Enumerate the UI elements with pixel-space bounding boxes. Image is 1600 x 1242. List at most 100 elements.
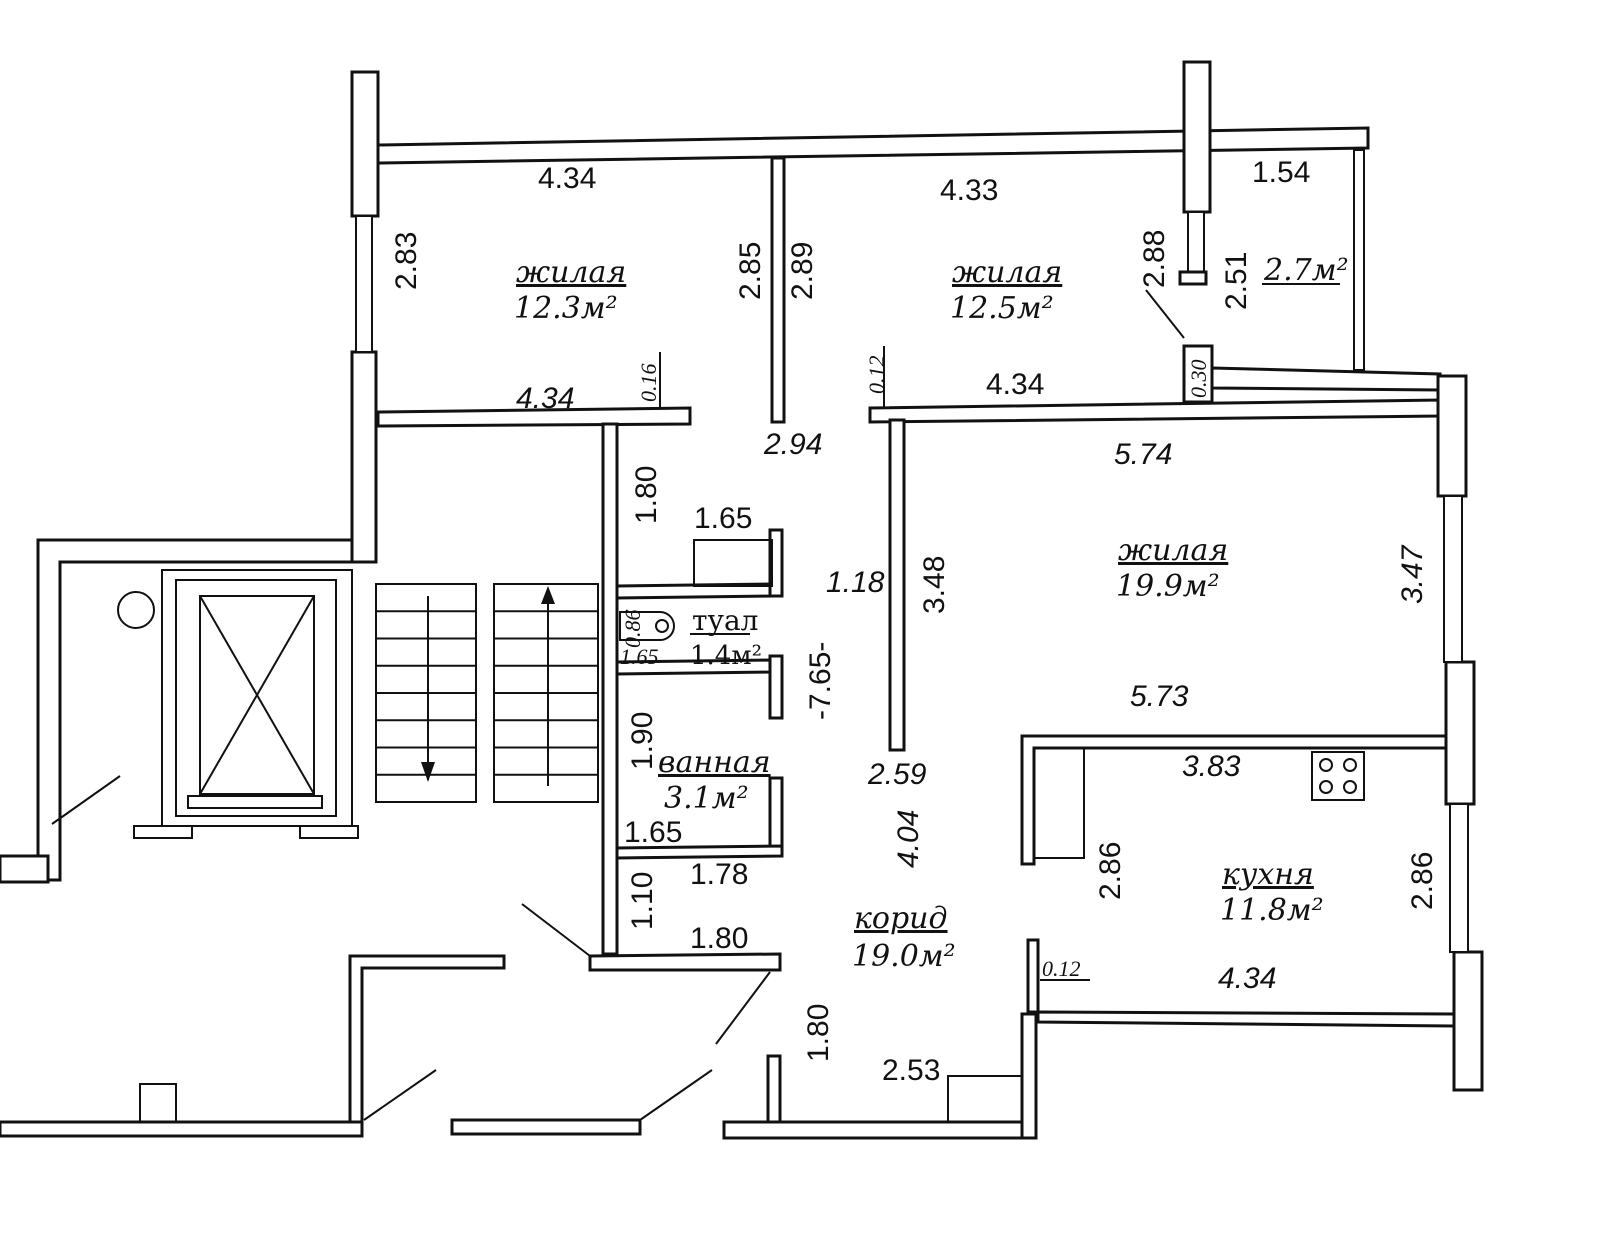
toilet-seat-icon (655, 619, 669, 633)
living2-bottom-wall (868, 398, 1442, 424)
dim-room3-bottom: 5.73 (1130, 680, 1189, 713)
stair-steps (376, 610, 598, 776)
doors (51, 289, 1185, 1121)
living1-area: 12.3м² (514, 291, 618, 326)
bath-name: ванная (658, 745, 771, 780)
stair-arrow-down-head (421, 762, 435, 782)
door-swing-entry (715, 971, 771, 1045)
corridor-name: корид (854, 901, 948, 936)
dim-top-left-width: 4.34 (538, 162, 596, 195)
stairs (375, 583, 599, 803)
room-labels: жилая 12.3м² жилая 12.5м² 2.7м² жилая 19… (514, 253, 1349, 974)
room3-left-wall (888, 418, 906, 752)
hall-bottom-wall (588, 952, 782, 972)
bath-area: 3.1м² (664, 781, 749, 816)
burner-2 (1343, 758, 1357, 772)
kitchen-area: 11.8м² (1220, 893, 1324, 928)
stairwell-top-wall (36, 538, 354, 882)
dim-hall-180: 1.80 (690, 922, 748, 955)
dim-corr-118: 1.18 (826, 566, 885, 599)
stair-arrow-up-head (541, 586, 555, 604)
bath-bottom-wall (615, 844, 784, 860)
kitchen-bottom-wall (1036, 1010, 1456, 1028)
windows (355, 211, 1469, 953)
landing-bottom-wall (0, 1120, 364, 1138)
toilet-name: туал (692, 604, 758, 637)
dim-bath-178: 1.78 (690, 858, 748, 891)
burner-4 (1343, 780, 1357, 794)
burner-3 (1319, 780, 1333, 794)
landing-mid-wall (450, 1118, 642, 1136)
toilet-door-post (768, 654, 784, 720)
dim-toilet-086: 0.86 (620, 610, 645, 649)
living2-name: жилая (952, 255, 1062, 290)
dim-mid-room-right: 2.88 (1138, 230, 1171, 288)
dim-corridor-294: 2.94 (763, 428, 822, 461)
right-top-pillar (1182, 60, 1212, 214)
elevator-cross-2 (199, 595, 315, 795)
corridor-left-wall (601, 422, 619, 956)
dim-balcony-height: 2.51 (1220, 252, 1253, 310)
stove-icon (1311, 751, 1365, 801)
balcony-door-stub (1178, 270, 1208, 286)
kitchen-counter (1033, 747, 1085, 859)
dim-kitchen-top: 3.83 (1182, 750, 1241, 783)
entry-bottom-wall (722, 1120, 1036, 1140)
elevator-sill (187, 795, 323, 809)
entry-post (766, 1054, 782, 1124)
door-swing-landing (363, 1069, 437, 1121)
dim-top-mid-width: 4.33 (940, 174, 998, 207)
door-swing-stair (51, 775, 121, 825)
stove-body (1311, 751, 1365, 801)
dim-partition-right: 2.89 (786, 242, 819, 300)
right-upper-wall (1210, 366, 1442, 392)
bath-right-wall (768, 776, 784, 850)
toilet-fixture (619, 611, 675, 641)
garbage-chute-icon (117, 591, 155, 629)
dim-wall-016: 0.16 (636, 364, 661, 403)
right-pillar-3 (1452, 950, 1484, 1092)
dim-wall-012-a: 0.12 (864, 356, 889, 395)
dim-wall-012-b: 0.12 (1042, 956, 1081, 981)
dim-bath-165: 1.65 (624, 816, 682, 849)
dim-bath-h: 1.90 (626, 712, 659, 770)
right-pillar-2 (1444, 660, 1476, 806)
living1-bottom-wall (376, 406, 692, 428)
toilet-area: 1.4м² (690, 641, 762, 671)
entry-closet (947, 1075, 1023, 1123)
dim-entry-253: 2.53 (882, 1054, 940, 1087)
dim-hall-110: 1.10 (626, 872, 659, 930)
balcony-rail (1353, 149, 1365, 371)
dim-room3-right: 3.47 (1396, 544, 1429, 604)
window-left-upper (355, 215, 373, 353)
toilet-bowl-icon (619, 611, 675, 641)
elevator-step-right (299, 825, 359, 839)
top-exterior-wall (376, 126, 1370, 165)
dim-wall-030: 0.30 (1186, 360, 1211, 399)
dim-toilet-top: 1.80 (630, 466, 663, 524)
dim-room3-left: 3.48 (918, 556, 951, 614)
dim-total-765: -7.65- (804, 642, 837, 720)
living1-name: жилая (516, 255, 626, 290)
living2-area: 12.5м² (950, 291, 1054, 326)
living3-name: жилая (1118, 533, 1228, 568)
dim-toilet-w: 1.65 (694, 502, 752, 535)
left-pillar-top (350, 70, 380, 218)
window-right-2 (1449, 803, 1469, 953)
dim-kitchen-right: 2.86 (1406, 852, 1439, 910)
leader-030 (1145, 289, 1185, 339)
elevator-step-left (133, 825, 193, 839)
left-stub (0, 854, 50, 884)
partition-living (770, 156, 786, 424)
dim-left-room-height: 2.83 (390, 232, 423, 290)
kitchen-name: кухня (1222, 857, 1314, 892)
window-right-1 (1443, 495, 1463, 663)
dim-corr-259: 2.59 (867, 758, 927, 791)
door-swing-hall (521, 903, 591, 957)
door-swing-landing-2 (639, 1069, 713, 1121)
dimension-labels: 4.34 4.33 1.54 2.83 2.85 2.89 2.88 2.51 … (390, 156, 1439, 1087)
dim-kitchen-bottom: 4.34 (1218, 962, 1276, 995)
elevator-shaft-inner (175, 579, 337, 817)
